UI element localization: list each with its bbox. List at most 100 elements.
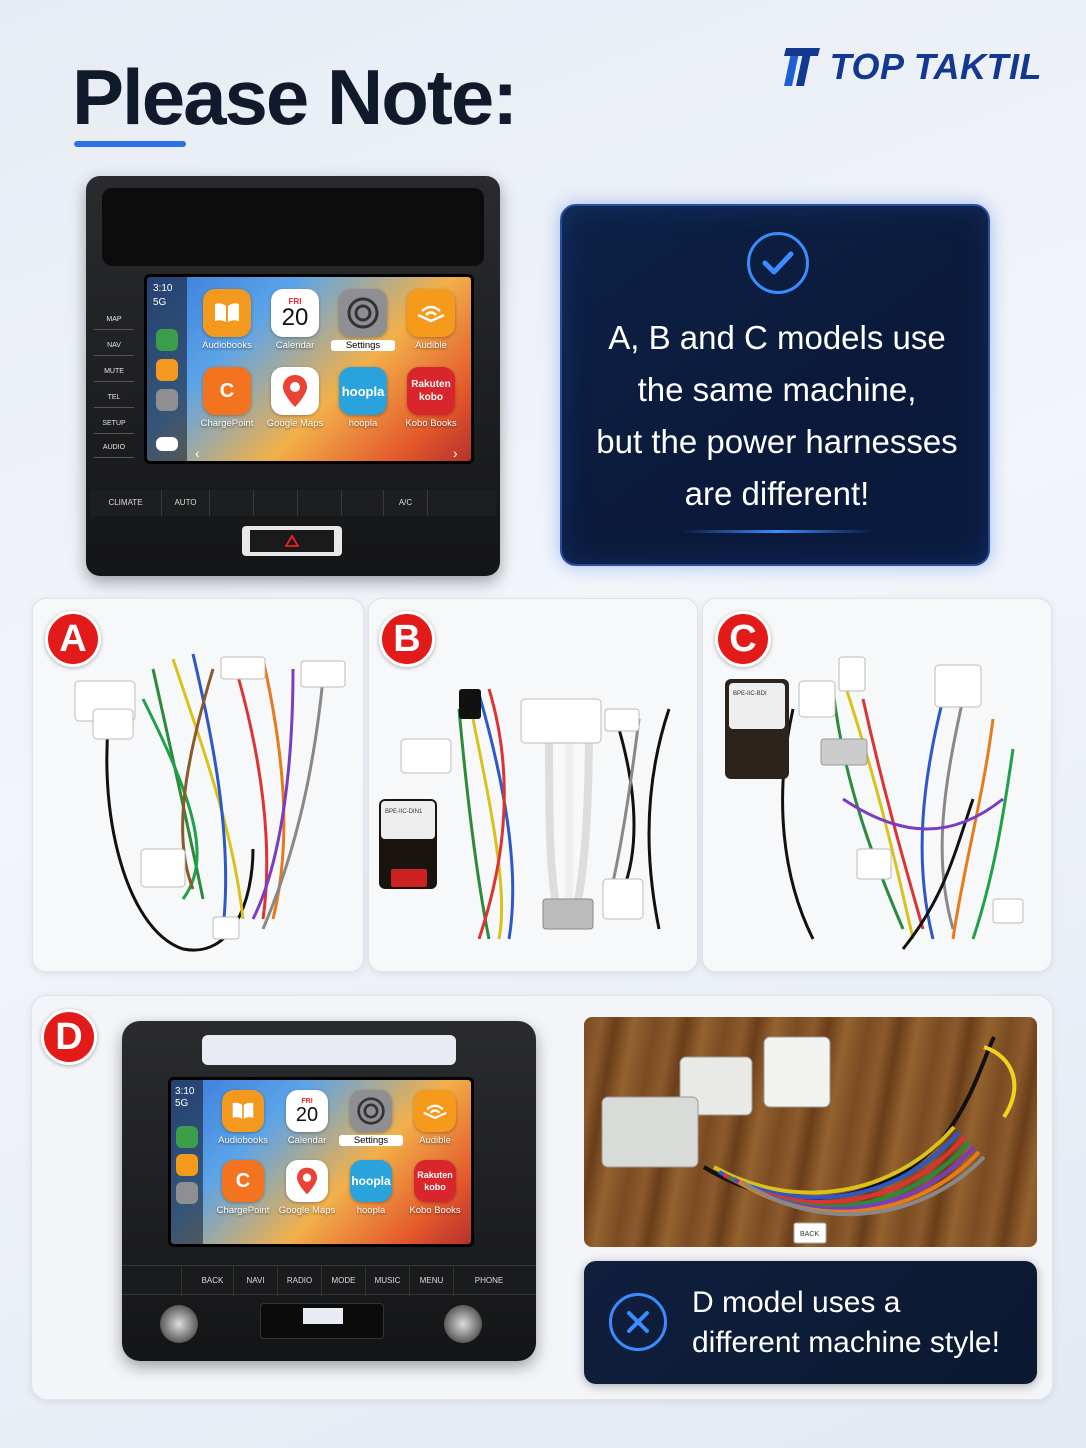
- info-glow-line: [682, 530, 872, 533]
- airflow-button[interactable]: [342, 490, 384, 516]
- google-maps-icon: [286, 1160, 328, 1202]
- app-audiobooks[interactable]: Audiobooks: [195, 289, 259, 351]
- d-harness-image: BACK: [601, 1036, 1017, 1244]
- forward-chevron-icon[interactable]: ›: [453, 445, 458, 461]
- info-message: A, B and C models use the same machine, …: [596, 319, 958, 512]
- audiobooks-dock-icon[interactable]: [156, 359, 178, 381]
- recirculate-button[interactable]: [428, 490, 496, 516]
- dashboard-icon[interactable]: [156, 437, 178, 451]
- back-chevron-icon[interactable]: ‹: [195, 445, 200, 461]
- radio-button[interactable]: RADIO: [278, 1266, 322, 1296]
- brand-logo: TOP TAKTIL: [778, 42, 1042, 92]
- d-note-panel: D model uses a different machine style!: [584, 1261, 1037, 1384]
- signal-label: 5G: [153, 297, 167, 308]
- hoopla-icon: hoopla: [339, 367, 387, 415]
- menu-button[interactable]: MENU: [410, 1266, 454, 1296]
- calendar-icon: FRI 20: [271, 289, 319, 337]
- mute-button[interactable]: MUTE: [94, 362, 134, 382]
- app-kobo[interactable]: Rakuten kobo Kobo Books: [399, 367, 463, 429]
- ac-button[interactable]: A/C: [384, 490, 428, 516]
- temp-up-button[interactable]: [298, 490, 342, 516]
- audio-button[interactable]: AUDIO: [94, 438, 134, 458]
- audible-icon: [407, 289, 455, 337]
- page-title: Please Note:: [72, 53, 518, 141]
- settings-gear-icon: [339, 289, 387, 337]
- settings-dock-icon-d[interactable]: [176, 1182, 198, 1204]
- audiobooks-icon: [222, 1090, 264, 1132]
- kobo-icon: Rakuten kobo: [407, 367, 455, 415]
- clock-d: 3:10: [175, 1086, 195, 1097]
- app-google-maps[interactable]: Google Maps: [263, 367, 327, 429]
- badge-b: B: [379, 611, 435, 667]
- app-audible[interactable]: Audible: [399, 289, 463, 351]
- center-slot: [260, 1303, 384, 1339]
- module-c-label: BPE-IIC-BDI: [733, 691, 767, 697]
- app-hoopla-d[interactable]: hoopla hoopla: [339, 1160, 403, 1216]
- nav-button[interactable]: NAV: [94, 336, 134, 356]
- phone-button[interactable]: PHONE: [474, 1276, 504, 1285]
- chargepoint-icon: C: [203, 367, 251, 415]
- app-hoopla[interactable]: hoopla hoopla: [331, 367, 395, 429]
- music-button[interactable]: MUSIC: [366, 1266, 410, 1296]
- app-calendar-d[interactable]: FRI 20 Calendar: [275, 1090, 339, 1146]
- mode-button[interactable]: MODE: [322, 1266, 366, 1296]
- carplay-screen-d[interactable]: 3:10 5G Audiobooks FRI 20 Calendar Setti…: [168, 1077, 474, 1247]
- badge-c: C: [715, 611, 771, 667]
- app-settings-d[interactable]: Settings: [339, 1090, 403, 1146]
- fan-button[interactable]: [210, 490, 254, 516]
- top-vent-slot: [202, 1035, 456, 1065]
- tel-button[interactable]: TEL: [94, 388, 134, 408]
- hazard-triangle-icon: [285, 535, 299, 547]
- harness-c-image: BPE-IIC-BDI: [725, 656, 1024, 950]
- usb-port: [122, 1266, 182, 1296]
- volume-knob[interactable]: [160, 1305, 198, 1343]
- model-card-c: BPE-IIC-BDI C: [702, 598, 1052, 972]
- carplay-screen[interactable]: 3:10 5G Audiobooks FRI 20 Calendar Se: [144, 274, 474, 464]
- settings-dock-icon[interactable]: [156, 389, 178, 411]
- app-chargepoint[interactable]: C ChargePoint: [195, 367, 259, 429]
- info-panel: A, B and C models use the same machine, …: [560, 204, 990, 566]
- maps-dock-icon-d[interactable]: [176, 1126, 198, 1148]
- clock: 3:10: [153, 283, 173, 294]
- audiobooks-icon: [203, 289, 251, 337]
- app-settings[interactable]: Settings: [331, 289, 395, 351]
- badge-a: A: [45, 611, 101, 667]
- app-audible-d[interactable]: Audible: [403, 1090, 467, 1146]
- audiobooks-dock-icon-d[interactable]: [176, 1154, 198, 1176]
- carplay-sidebar: 3:10 5G: [147, 277, 187, 461]
- app-audiobooks-d[interactable]: Audiobooks: [211, 1090, 275, 1146]
- model-card-b: BPE-IIC-DIN1 B: [368, 598, 698, 972]
- climate-button[interactable]: CLIMATE: [90, 490, 162, 516]
- d-button-bar: BACK NAVI RADIO MODE MUSIC MENU PHONE: [122, 1265, 536, 1296]
- tune-knob[interactable]: [444, 1305, 482, 1343]
- back-button[interactable]: BACK: [192, 1266, 234, 1296]
- head-unit-d: 3:10 5G Audiobooks FRI 20 Calendar Setti…: [122, 1021, 536, 1361]
- app-kobo-d[interactable]: Rakuten kobo Kobo Books: [403, 1160, 467, 1216]
- calendar-icon: FRI 20: [286, 1090, 328, 1132]
- maps-dock-icon[interactable]: [156, 329, 178, 351]
- head-unit-abc: MAP NAV MUTE TEL SETUP AUDIO 3:10 5G Aud…: [86, 176, 500, 576]
- navi-button[interactable]: NAVI: [234, 1266, 278, 1296]
- title-underline: [74, 141, 186, 147]
- climate-strip: CLIMATE AUTO A/C: [90, 490, 496, 516]
- app-google-maps-d[interactable]: Google Maps: [275, 1160, 339, 1216]
- d-harness-photo: BACK: [584, 1017, 1037, 1247]
- app-calendar[interactable]: FRI 20 Calendar: [263, 289, 327, 351]
- brand-mark-icon: [783, 48, 820, 86]
- hazard-button[interactable]: [242, 526, 342, 556]
- hoopla-icon: hoopla: [350, 1160, 392, 1202]
- google-maps-icon: [271, 367, 319, 415]
- harness-b-image: BPE-IIC-DIN1: [379, 688, 671, 940]
- kobo-icon: Rakuten kobo: [414, 1160, 456, 1202]
- temp-down-button[interactable]: [254, 490, 298, 516]
- cross-circle-icon: [609, 1293, 667, 1351]
- brand-name: TOP TAKTIL: [829, 46, 1042, 87]
- setup-button[interactable]: SETUP: [94, 414, 134, 434]
- map-button[interactable]: MAP: [94, 310, 134, 330]
- auto-button[interactable]: AUTO: [162, 490, 210, 516]
- app-chargepoint-d[interactable]: C ChargePoint: [211, 1160, 275, 1216]
- model-card-a: A: [32, 598, 364, 972]
- top-storage-slot: [102, 188, 484, 266]
- signal-label-d: 5G: [175, 1098, 189, 1109]
- chargepoint-icon: C: [222, 1160, 264, 1202]
